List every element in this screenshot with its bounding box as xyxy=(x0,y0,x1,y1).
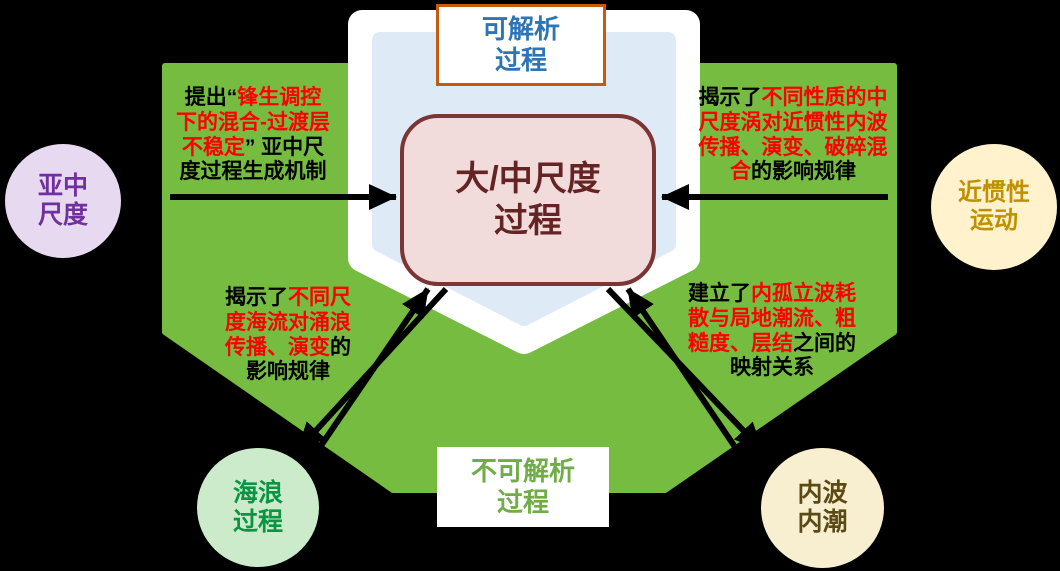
text-segment: 的影响规律 xyxy=(751,160,856,184)
node-ocean-wave-text: 海浪 过程 xyxy=(232,478,283,536)
text-segment: 不同尺 度海流对涌浪 传播、演变 xyxy=(225,286,351,359)
text-segment: 内孤立波耗 散与局地潮流、粗 糙度、层结 xyxy=(688,282,856,355)
annotation-submesoscale-mechanism: 提出“锋生调控 下的混合-过渡层 不稳定” 亚中尺 度过程生成机制 xyxy=(156,86,350,185)
node-near-inertial-motion: 近惯性 运动 xyxy=(931,144,1057,270)
label-unresolvable-text: 不可解析 过程 xyxy=(470,455,575,517)
text-segment: 建立了 xyxy=(688,282,751,305)
text-segment: 的 影响规律 xyxy=(246,335,351,384)
text-segment: 不同性质的中 尺度涡对近惯性内波 传播、演变、破碎混 合 xyxy=(698,86,888,184)
center-node-large-mesoscale-process: 大/中尺度 过程 xyxy=(400,114,656,286)
annotation-ocean-wave-finding: 揭示了不同尺 度海流对涌浪 传播、演变的 影响规律 xyxy=(212,286,364,385)
text-segment: ” 亚中尺 度过程生成机制 xyxy=(179,135,327,184)
annotation-internal-tide-finding: 建立了内孤立波耗 散与局地潮流、粗 糙度、层结之间的 映射关系 xyxy=(674,282,870,381)
label-resolvable-text: 可解析 过程 xyxy=(481,13,560,75)
node-internal-wave-tide: 内波 内潮 xyxy=(761,448,884,568)
node-near-inertial-text: 近惯性 运动 xyxy=(958,179,1030,234)
node-ocean-wave-process: 海浪 过程 xyxy=(197,448,319,567)
text-segment: 提出“ xyxy=(184,86,238,109)
text-segment: 揭示了 xyxy=(225,286,288,309)
node-internal-wave-text: 内波 内潮 xyxy=(797,479,848,536)
arrow-oceanwave-to-center xyxy=(317,287,431,449)
annotation-near-inertial-finding: 揭示了不同性质的中 尺度涡对近惯性内波 传播、演变、破碎混 合的影响规律 xyxy=(688,86,898,185)
center-node-text: 大/中尺度 过程 xyxy=(455,159,601,241)
label-unresolvable-process: 不可解析 过程 xyxy=(437,447,609,527)
node-submesoscale: 亚中 尺度 xyxy=(5,144,121,258)
text-segment: 揭示了 xyxy=(698,86,762,109)
text-segment: 锋生调控 下的混合-过渡层 不稳定 xyxy=(176,86,330,159)
arrow-internaltide-to-center xyxy=(625,287,738,449)
node-submesoscale-text: 亚中 尺度 xyxy=(37,172,88,229)
label-resolvable-process: 可解析 过程 xyxy=(436,4,606,86)
text-segment: 之间的 映射关系 xyxy=(730,331,856,380)
